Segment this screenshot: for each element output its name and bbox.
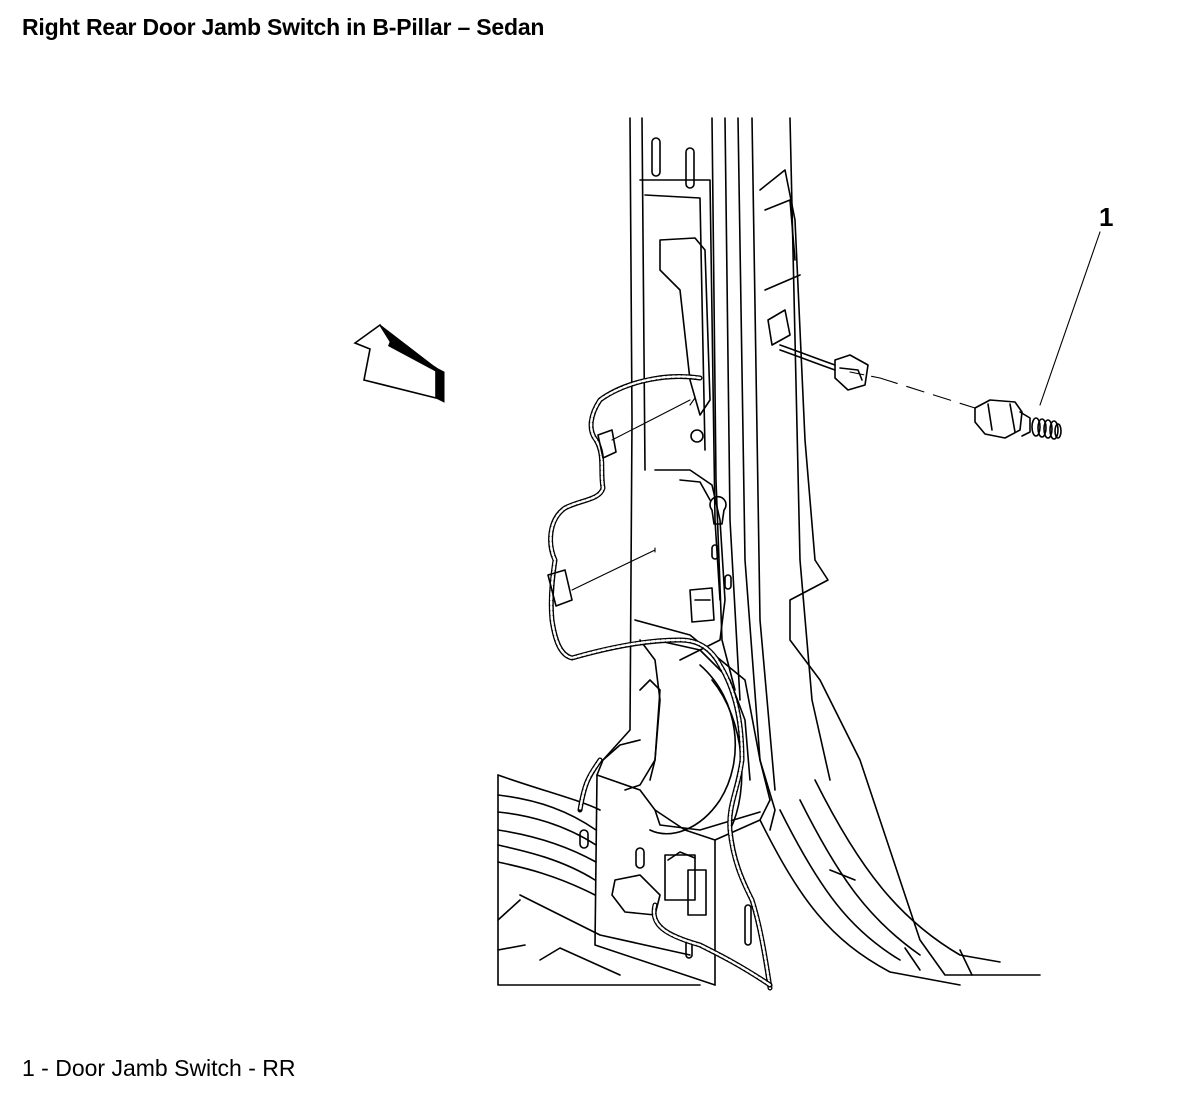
wiring-harness <box>547 374 773 991</box>
callout-1: 1 <box>1039 202 1113 406</box>
callout-number: 1 <box>1099 202 1113 232</box>
b-pillar-body <box>497 117 1041 986</box>
legend-item: 1 - Door Jamb Switch - RR <box>22 1055 296 1081</box>
direction-arrow-icon <box>353 323 445 403</box>
page-title: Right Rear Door Jamb Switch in B-Pillar … <box>22 14 545 40</box>
switch-connector <box>779 344 976 409</box>
door-jamb-switch-icon <box>974 399 1062 440</box>
